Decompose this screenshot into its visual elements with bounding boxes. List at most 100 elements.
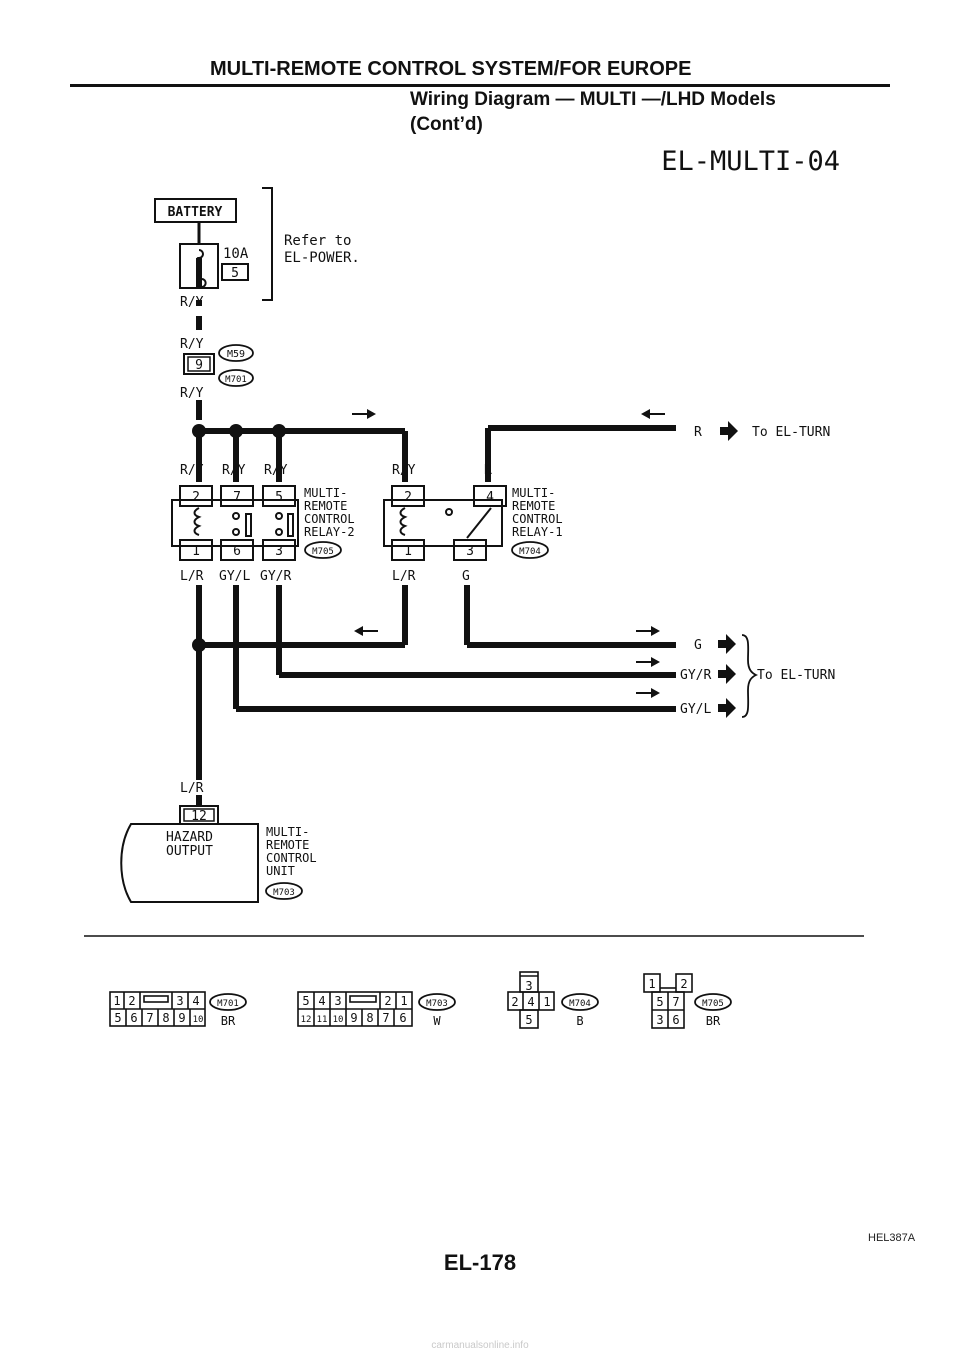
connector-view-m703 (297, 991, 413, 1027)
wire-color-label: R/Y (264, 463, 288, 478)
fuse-number-box (221, 263, 249, 281)
m704-pin: 4 (527, 995, 534, 1009)
flow-arrow-icon (354, 626, 378, 636)
m703-pin: 12 (301, 1015, 312, 1025)
m703-pin: 8 (366, 1011, 373, 1025)
m701-pin: 8 (162, 1011, 169, 1025)
flow-arrow-icon (636, 688, 660, 698)
refer-bracket (262, 187, 273, 301)
splice-dot (272, 424, 286, 438)
connector-color-m701: BR (221, 1014, 236, 1028)
connector-arrow-icon (718, 634, 736, 654)
wire-color-label: L/R (180, 569, 204, 584)
pin-9-connector (183, 353, 215, 375)
connector-tag-m704 (511, 541, 549, 559)
splice-dot (192, 638, 206, 652)
m703-pin: 11 (317, 1015, 328, 1025)
m703-pin: 5 (302, 994, 309, 1008)
relay-2-pin: 1 (192, 544, 200, 559)
m703-pin: 3 (334, 994, 341, 1008)
m703-pin: 10 (333, 1015, 344, 1025)
connector-id-m703: M703 (426, 999, 448, 1009)
relay-2-pin-box (179, 485, 213, 507)
connector-color-m704: B (576, 1014, 583, 1028)
connector-id-m701: M701 (217, 999, 239, 1009)
relay-2-pin: 7 (233, 490, 241, 505)
fuse-box (179, 243, 219, 289)
connector-arrow-icon (718, 664, 736, 684)
m701-pin: 7 (146, 1011, 153, 1025)
m701-pin: 2 (128, 994, 135, 1008)
m703-pin: 4 (318, 994, 325, 1008)
relay-2-pin-box (179, 539, 213, 561)
wire-color-label: R (484, 463, 492, 478)
relay-contact-icon (232, 528, 240, 536)
connector-id-m59: M59 (227, 349, 245, 360)
page-title: MULTI-REMOTE CONTROL SYSTEM/FOR EUROPE (210, 58, 692, 80)
wire-color-label: L/R (180, 781, 204, 796)
control-unit-body (120, 823, 259, 903)
flow-arrow-icon (636, 626, 660, 636)
m705-pin: 2 (680, 977, 687, 991)
connector-tag-m59 (218, 344, 254, 362)
unit-pin-label: 12 (191, 809, 207, 824)
control-unit-label: MULTI- (266, 825, 309, 839)
m704-pin: 3 (525, 979, 532, 993)
connector-view-m701 (109, 991, 206, 1027)
destination-brace (741, 634, 759, 718)
flow-arrow-icon (641, 409, 665, 419)
relay-2-pin-box (262, 485, 296, 507)
connector-tag-m701 (218, 369, 254, 387)
refer-label-1: Refer to (284, 233, 351, 249)
watermark: carmanualsonline.info (431, 1340, 529, 1351)
control-unit-label: UNIT (266, 864, 295, 878)
relay-1-pin: 3 (466, 544, 474, 559)
relay-2-pin: 5 (275, 490, 283, 505)
control-unit-label: CONTROL (266, 851, 317, 865)
m703-pin: 7 (382, 1011, 389, 1025)
relay-1-pin-box (453, 539, 487, 561)
relay-1-pin: 1 (404, 544, 412, 559)
m701-pin: 5 (114, 1011, 121, 1025)
connector-id-m701: M701 (225, 375, 247, 385)
relay-2-pin: 2 (192, 490, 200, 505)
relay-2-pin: 3 (275, 544, 283, 559)
m703-pin: 6 (399, 1011, 406, 1025)
header-rule (70, 84, 890, 87)
relay-switch-icon (287, 513, 294, 537)
connector-tag-m703 (418, 993, 456, 1011)
relay-1-label: MULTI- (512, 486, 555, 500)
relay-2-label: MULTI- (304, 486, 347, 500)
relay-1-label: CONTROL (512, 512, 563, 526)
relay-contact-icon (275, 528, 283, 536)
m703-pin: 2 (384, 994, 391, 1008)
relay-1-pin-box (391, 485, 425, 507)
destination-label: To EL-TURN (757, 668, 835, 683)
wire-color-label: L/R (392, 569, 416, 584)
connector-id-m705: M705 (702, 999, 724, 1009)
relay-2-pin-box (220, 485, 254, 507)
connector-color-m705: BR (706, 1014, 721, 1028)
connector-id-m703: M703 (273, 888, 295, 898)
m704-pin: 5 (525, 1013, 532, 1027)
splice-dot (192, 424, 206, 438)
wire-color-label: GY/L (219, 569, 250, 584)
relay-1-pin-box (391, 539, 425, 561)
connector-arrow-icon (720, 421, 738, 441)
connector-tag-m703 (265, 882, 303, 900)
relay-2-label: RELAY-2 (304, 525, 355, 539)
unit-terminal-label: OUTPUT (166, 844, 213, 859)
m703-pin: 1 (400, 994, 407, 1008)
relay-2-pin: 6 (233, 544, 241, 559)
unit-terminal-label: HAZARD (166, 830, 213, 845)
page-number: EL-178 (443, 1250, 517, 1275)
connector-id-m704: M704 (569, 999, 591, 1009)
m705-pin: 6 (672, 1013, 679, 1027)
wire-color-label: GY/R (680, 668, 711, 683)
fuse-rating: 10A (223, 246, 249, 262)
relay-2-body (171, 499, 299, 547)
relay-2-pin-box (220, 539, 254, 561)
connector-tag-m704 (561, 993, 599, 1011)
splice-dot (229, 424, 243, 438)
relay-1-pin: 2 (404, 490, 412, 505)
